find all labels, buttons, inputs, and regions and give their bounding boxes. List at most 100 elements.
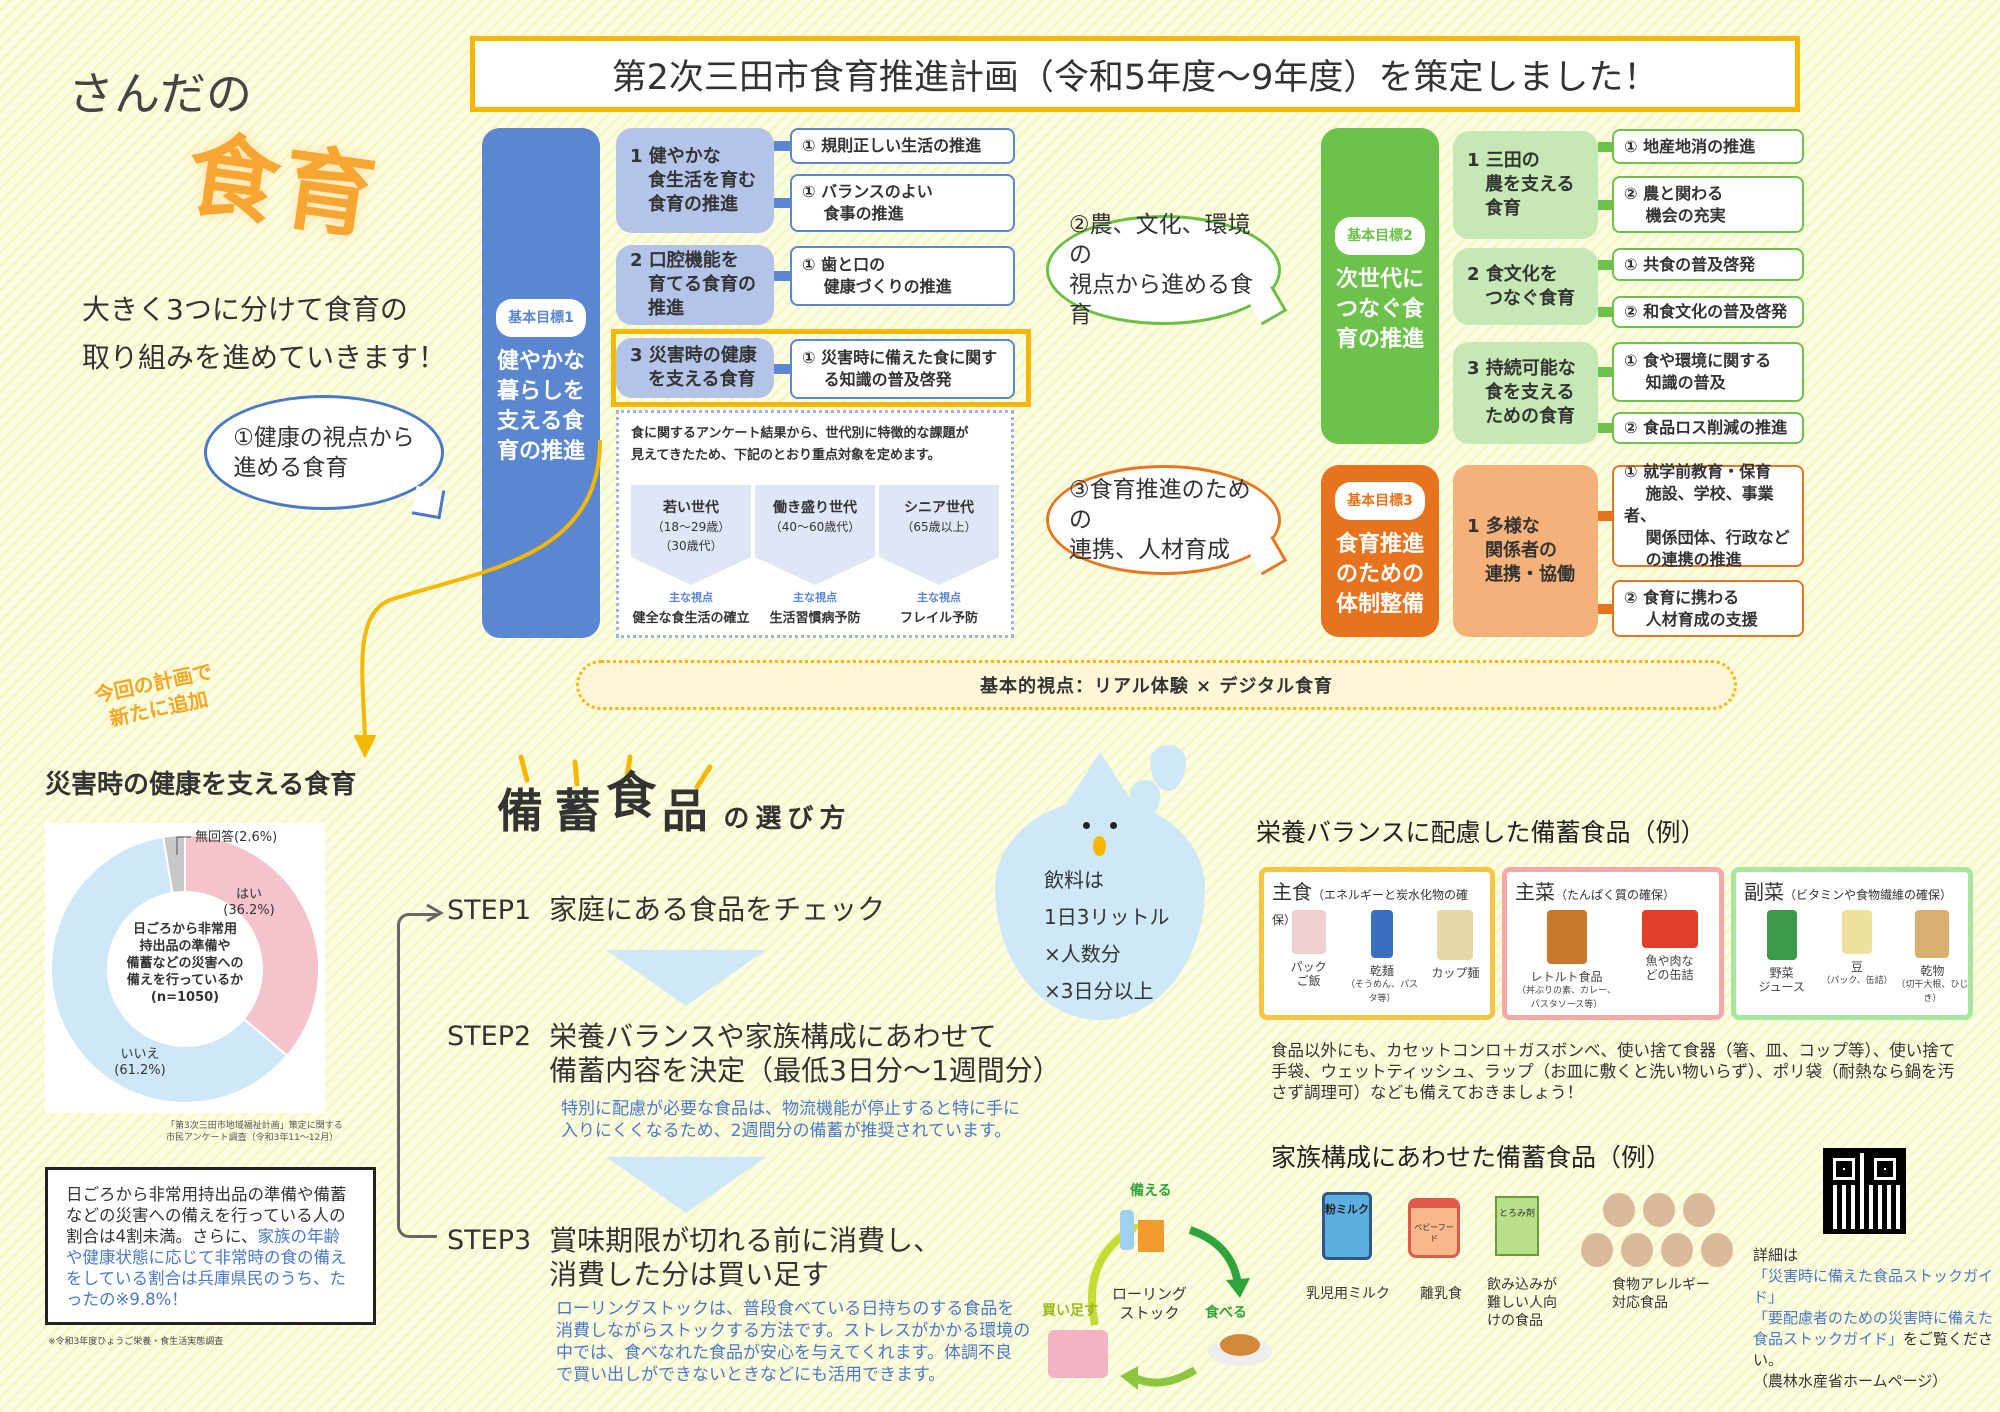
connector [1598,423,1612,433]
allergen-icon [1643,1193,1675,1227]
survey-box: 食に関するアンケート結果から、世代別に特徴的な課題が 見えてきたため、下記のとお… [616,410,1014,638]
brand-sanda: さんだの [68,67,252,121]
donut-slice-無回答 [162,833,186,895]
details-text: 詳細は 「災害時に備えた食品ストックガイド」 「要配慮者のための災害時に備えた … [1753,1245,2000,1392]
food-illustration-icon [1915,910,1950,958]
generation-age: （18～29歳） （30歳代） [651,520,731,553]
details-tail: をご覧ください。 [1753,1330,1994,1369]
goal-sub-item: ② 食育に携わる 人材育成の支援 [1612,580,1804,637]
jar-label: ベビーフード [1414,1223,1454,1243]
category-desc: （エネルギーと炭水化物の確保） [1272,888,1469,927]
category-desc: （たんぱく質の確保） [1555,888,1676,902]
goal-sub-item: ① 食や環境に関する 知識の普及 [1612,342,1804,402]
connector [1598,367,1612,377]
allergen-icon [1701,1233,1733,1267]
food-illustration-icon [1766,910,1797,960]
disaster-section-heading: 災害時の健康を支える食育 [45,770,357,800]
qr-code[interactable] [1823,1148,1906,1234]
rolling-eat-label: 食べる [1205,1305,1247,1321]
connector [774,141,790,151]
rolling-stock-cycle [1048,1210,1272,1390]
goal-item: 3 持続可能な 食を支える ための食育 [1453,342,1598,444]
goal-sub-item: ① 規則正しい生活の推進 [790,128,1015,164]
view-label: 主な視点 [917,591,961,604]
food-item: レトルト食品（丼ぶりの素、カレー、 パスタソース等） [1515,910,1618,1012]
view-label: 主な視点 [793,591,837,604]
food-note: （そうめん、パスタ等） [1345,980,1418,1004]
brand-shokuiku-logo: 食育 [180,120,386,253]
donut-center-label: 日ごろから非常用持出品の準備や備蓄などの災害への備えを行っているか(n=1050… [126,921,243,1005]
goal-sub-item: ① 就学前教育・保育 施設、学校、事業者、 関係団体、行政など の連携の推進 [1612,462,1804,569]
food-name: カップ麺 [1431,966,1480,980]
speech-bubble-collaboration: ③食育推進のための 連携、人材育成 [1046,465,1281,575]
goal-sub-item: ① 共食の普及啓発 [1612,248,1804,281]
connector [774,364,790,374]
goal-sub-item: ② 農と関わる 機会の充実 [1612,176,1804,233]
page-title: 第2次三田市食育推進計画（令和5年度～9年度）を策定しました！ [470,36,1800,112]
slice-label: はい(36.2%) [223,887,274,918]
drink-guideline: 飲料は 1日3リットル ×人数分 ×3日分以上 [1044,868,1170,1003]
food-item: カップ麺 [1419,910,1492,980]
donut-slice-はい [184,833,320,1058]
food-name: レトルト食品 [1530,970,1603,984]
connector [774,271,790,281]
food-item: 魚や肉な どの缶詰 [1618,910,1721,982]
footnote: ※令和3年度ひょうご栄養・食生活実態調査 [48,1337,224,1347]
survey-lead: 食に関するアンケート結果から、世代別に特徴的な課題が 見えてきたため、下記のとお… [631,426,969,463]
guide-link-1[interactable]: 「災害時に備えた食品ストックガイド」 [1753,1267,1994,1306]
goal-item: 1 三田の 農を支える 食育 [1453,131,1598,239]
food-name: 乾麺 [1369,964,1394,978]
step-3-note: ローリングストックは、普段食べている日持ちのする食品を 消費しながらストックする… [556,1299,1031,1385]
allergen-icon [1621,1233,1653,1267]
guide-link-2[interactable]: 「要配慮者のための災害時に備えた 食品ストックガイド」 [1753,1309,1994,1348]
family-item-label: 離乳食 [1420,1286,1462,1302]
pack-label: とろみ剤 [1498,1209,1535,1219]
category-name: 副菜 [1744,880,1784,904]
food-category-2: 主菜（たんぱく質の確保） レトルト食品（丼ぶりの素、カレー、 パスタソース等）魚や… [1502,867,1724,1020]
thickener-pack-icon: とろみ剤 [1495,1196,1539,1256]
goal-badge: 基本目標1 [496,299,586,337]
food-category-3: 副菜（ビタミンや食物繊維の確保）野菜 ジュース豆（パック、缶詰）乾物（切干大根、… [1731,867,1973,1020]
goal-title: 健やかな 暮らしを 支える食 育の推進 [496,349,585,464]
generation-age: （65歳以上） [901,520,977,534]
chart-source: 「第3次三田市地域福祉計画」策定に関する 市民アンケート調査（令和3年11～12… [166,1121,343,1143]
goal-badge: 基本目標3 [1335,482,1425,520]
title-suffix: の選び方 [723,804,852,834]
goal-sub-item: ① 地産地消の推進 [1612,129,1804,164]
goal-item: 1 多様な 関係者の 連携・協働 [1453,465,1598,637]
goal-item: 2 口腔機能を 育てる食育の 推進 [616,245,774,325]
baby-formula-icon: 粉ミルク [1322,1192,1372,1260]
connector [1598,511,1612,521]
goal-sub-item: ① 災害時に備えた食に関す る知識の普及啓発 [790,339,1015,399]
generation-senior: シニア世代（65歳以上） [879,485,999,585]
goal-title: 食育推進 のための 体制整備 [1335,532,1424,617]
food-item: 豆（パック、缶詰） [1819,910,1894,988]
food-note: （パック、缶詰） [1821,976,1893,986]
food-illustration-icon [1370,910,1393,958]
allergen-icon [1661,1233,1693,1267]
connector [1598,141,1612,152]
new-item-highlight [611,329,1031,407]
title-char: 品 [661,784,708,838]
step-text: 賞味期限が切れる前に消費し、 消費した分は買い足す [549,1224,942,1291]
generation-age: （40～60歳代） [769,520,861,534]
view-value: 生活習慣病予防 [769,611,861,626]
highlight-connector-arrow [353,440,602,759]
shopping-basket-icon [1048,1330,1108,1378]
step-arrow-down [606,950,766,1006]
speech-bubble-culture: ②農、文化、環境の 視点から進める食育 [1046,212,1281,328]
goal-1: 基本目標1 健やかな 暮らしを 支える食 育の推進 [482,128,600,638]
water-bottle-icon [1120,1210,1134,1250]
food-item: 乾麺 （そうめん、パスタ等） [1345,910,1418,1006]
can-label: 粉ミルク [1325,1203,1369,1216]
note-highlight: 家族の年齢や健康状態に応じて非常時の食の備えをしている割合は兵庫県民のうち、たっ… [66,1227,347,1309]
newly-added-label: 今回の計画で 新たに追加 [92,659,215,731]
step-bracket-line [397,913,437,1238]
goal-badge: 基本目標2 [1335,217,1425,255]
connector [774,198,790,208]
retort-curry-icon [1138,1220,1164,1252]
category-name: 主菜 [1515,880,1555,904]
sparkle-lines-icon [518,754,713,790]
